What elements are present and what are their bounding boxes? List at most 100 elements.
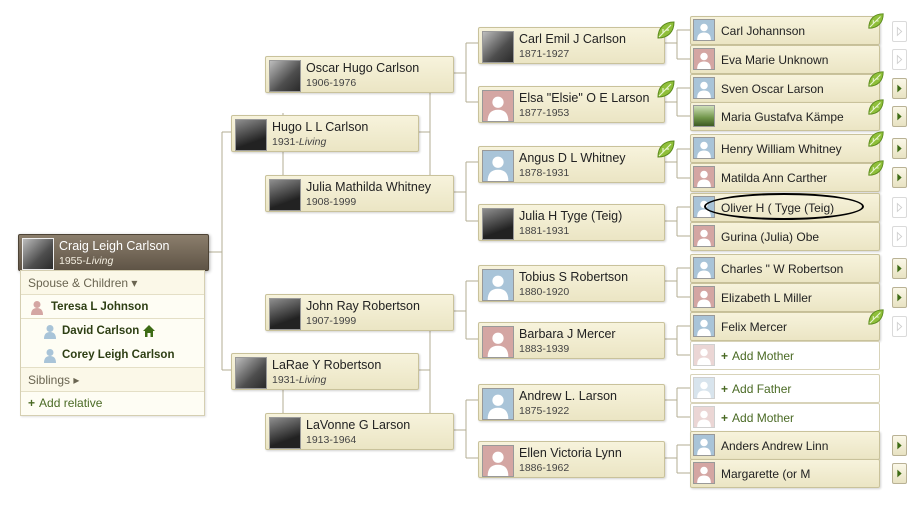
person-dates: 1906-1976 bbox=[306, 77, 357, 89]
expand-arrow-icon[interactable] bbox=[892, 78, 907, 99]
great-grandparent-card[interactable]: Tobius S Robertson 1880-1920 bbox=[478, 265, 665, 302]
gen4-person-card[interactable]: Charles " W Robertson bbox=[690, 254, 880, 283]
child-row[interactable]: Corey Leigh Carlson bbox=[21, 343, 204, 367]
gen4-person-card[interactable]: Carl Johannson bbox=[690, 13, 884, 45]
add-mother-label: +Add Mother bbox=[721, 349, 795, 363]
gen4-person-card[interactable]: Eva Marie Unknown bbox=[690, 45, 880, 74]
male-silhouette-icon bbox=[482, 388, 514, 420]
gen4-person-card[interactable]: Maria Gustafva Kämpe bbox=[690, 99, 884, 131]
great-grandparent-card[interactable]: Angus D L Whitney 1878-1931 bbox=[478, 140, 675, 183]
female-silhouette-icon bbox=[482, 326, 514, 358]
female-silhouette-icon bbox=[693, 166, 715, 188]
hint-leaf-icon[interactable] bbox=[656, 139, 676, 159]
hint-leaf-icon[interactable] bbox=[867, 12, 885, 30]
gen4-person-card[interactable]: Matilda Ann Carther bbox=[690, 160, 884, 192]
person-name: Anders Andrew Linn bbox=[721, 439, 829, 453]
hint-leaf-icon[interactable] bbox=[867, 159, 885, 177]
siblings-toggle[interactable]: Siblings ▸ bbox=[21, 367, 204, 391]
expand-arrow-icon[interactable] bbox=[892, 463, 907, 484]
female-silhouette-icon bbox=[693, 344, 715, 366]
great-grandparent-card[interactable]: Ellen Victoria Lynn 1886-1962 bbox=[478, 441, 665, 478]
gen4-person-card[interactable]: Sven Oscar Larson bbox=[690, 71, 884, 103]
mother-card[interactable]: LaRae Y Robertson 1931-Living bbox=[231, 353, 419, 390]
child-row[interactable]: David Carlson bbox=[21, 319, 204, 343]
root-person-card[interactable]: Craig Leigh Carlson 1955-Living bbox=[18, 234, 209, 271]
expand-arrow-icon[interactable] bbox=[892, 138, 907, 159]
grandparent-card[interactable]: LaVonne G Larson 1913-1964 bbox=[265, 413, 454, 450]
female-silhouette-icon bbox=[693, 225, 715, 247]
male-silhouette-icon bbox=[482, 150, 514, 182]
male-silhouette-icon bbox=[693, 77, 715, 99]
hint-leaf-icon[interactable] bbox=[867, 70, 885, 88]
add-mother-button[interactable]: +Add Mother bbox=[690, 341, 880, 370]
female-silhouette-icon bbox=[693, 462, 715, 484]
person-photo bbox=[482, 208, 514, 240]
person-photo bbox=[269, 417, 301, 449]
person-dates: 1908-1999 bbox=[306, 196, 357, 208]
expand-arrow-icon[interactable] bbox=[892, 226, 907, 247]
female-silhouette-icon bbox=[482, 90, 514, 122]
person-name: Henry William Whitney bbox=[721, 142, 842, 156]
hint-leaf-icon[interactable] bbox=[656, 79, 676, 99]
gen4-person-card[interactable]: Anders Andrew Linn bbox=[690, 431, 880, 460]
male-silhouette-icon bbox=[44, 348, 56, 363]
gen4-person-card[interactable]: Margarette (or M bbox=[690, 459, 880, 488]
great-grandparent-card[interactable]: Barbara J Mercer 1883-1939 bbox=[478, 322, 665, 359]
hint-leaf-icon[interactable] bbox=[867, 308, 885, 326]
expand-arrow-icon[interactable] bbox=[892, 258, 907, 279]
gen4-person-card[interactable]: Oliver H ( Tyge (Teig) bbox=[690, 193, 880, 222]
add-mother-button[interactable]: +Add Mother bbox=[690, 403, 880, 432]
expand-arrow-icon[interactable] bbox=[892, 167, 907, 188]
root-person-name: Craig Leigh Carlson bbox=[59, 239, 170, 253]
root-person-dates: 1955-Living bbox=[59, 255, 114, 267]
gen4-person-card[interactable]: Elizabeth L Miller bbox=[690, 283, 880, 312]
person-name: Oscar Hugo Carlson bbox=[306, 61, 420, 75]
expand-arrow-icon[interactable] bbox=[892, 197, 907, 218]
expand-arrow-icon[interactable] bbox=[892, 287, 907, 308]
person-dates: 1881-1931 bbox=[519, 225, 570, 237]
female-silhouette-icon bbox=[482, 445, 514, 477]
grandparent-card[interactable]: Julia Mathilda Whitney 1908-1999 bbox=[265, 175, 454, 212]
person-name: Ellen Victoria Lynn bbox=[519, 446, 622, 460]
expand-arrow-icon[interactable] bbox=[892, 21, 907, 42]
male-silhouette-icon bbox=[693, 257, 715, 279]
hint-leaf-icon[interactable] bbox=[867, 98, 885, 116]
person-dates: 1931-Living bbox=[272, 374, 327, 386]
add-father-button[interactable]: +Add Father bbox=[690, 374, 880, 403]
hint-leaf-icon[interactable] bbox=[867, 130, 885, 148]
grandparent-card[interactable]: Oscar Hugo Carlson 1906-1976 bbox=[265, 56, 454, 93]
expand-arrow-icon[interactable] bbox=[892, 316, 907, 337]
great-grandparent-card[interactable]: Andrew L. Larson 1875-1922 bbox=[478, 384, 665, 421]
father-card[interactable]: Hugo L L Carlson 1931-Living bbox=[231, 115, 419, 152]
expand-arrow-icon[interactable] bbox=[892, 106, 907, 127]
child-name: David Carlson bbox=[62, 325, 140, 337]
child-name: Corey Leigh Carlson bbox=[62, 349, 175, 361]
person-name: Carl Emil J Carlson bbox=[519, 32, 626, 46]
expand-arrow-icon[interactable] bbox=[892, 435, 907, 456]
person-dates: 1886-1962 bbox=[519, 462, 570, 474]
great-grandparent-card[interactable]: Carl Emil J Carlson 1871-1927 bbox=[478, 21, 675, 64]
male-silhouette-icon bbox=[44, 324, 56, 339]
gen4-person-card[interactable]: Felix Mercer bbox=[690, 309, 884, 341]
hint-leaf-icon[interactable] bbox=[656, 20, 676, 40]
gen4-person-card[interactable]: Henry William Whitney bbox=[690, 131, 884, 163]
person-photo bbox=[269, 179, 301, 211]
male-silhouette-icon bbox=[693, 434, 715, 456]
male-silhouette-icon bbox=[693, 137, 715, 159]
add-relative-button[interactable]: +Add relative bbox=[21, 391, 204, 413]
spouse-row[interactable]: Teresa L Johnson bbox=[21, 295, 204, 319]
plus-icon: + bbox=[28, 396, 36, 410]
person-photo bbox=[269, 298, 301, 330]
person-name: Eva Marie Unknown bbox=[721, 53, 829, 67]
spouse-children-toggle[interactable]: Spouse & Children ▾ bbox=[21, 271, 204, 295]
person-dates: 1913-1964 bbox=[306, 434, 357, 446]
spouse-name: Teresa L Johnson bbox=[51, 301, 149, 313]
grandparent-card[interactable]: John Ray Robertson 1907-1999 bbox=[265, 294, 454, 331]
great-grandparent-card[interactable]: Julia H Tyge (Teig) 1881-1931 bbox=[478, 204, 665, 241]
gen4-person-card[interactable]: Gurina (Julia) Obe bbox=[690, 222, 880, 251]
person-name: Gurina (Julia) Obe bbox=[721, 230, 820, 244]
great-grandparent-card[interactable]: Elsa "Elsie" O E Larson 1877-1953 bbox=[478, 80, 675, 123]
person-name: LaRae Y Robertson bbox=[272, 358, 382, 372]
expand-arrow-icon[interactable] bbox=[892, 49, 907, 70]
